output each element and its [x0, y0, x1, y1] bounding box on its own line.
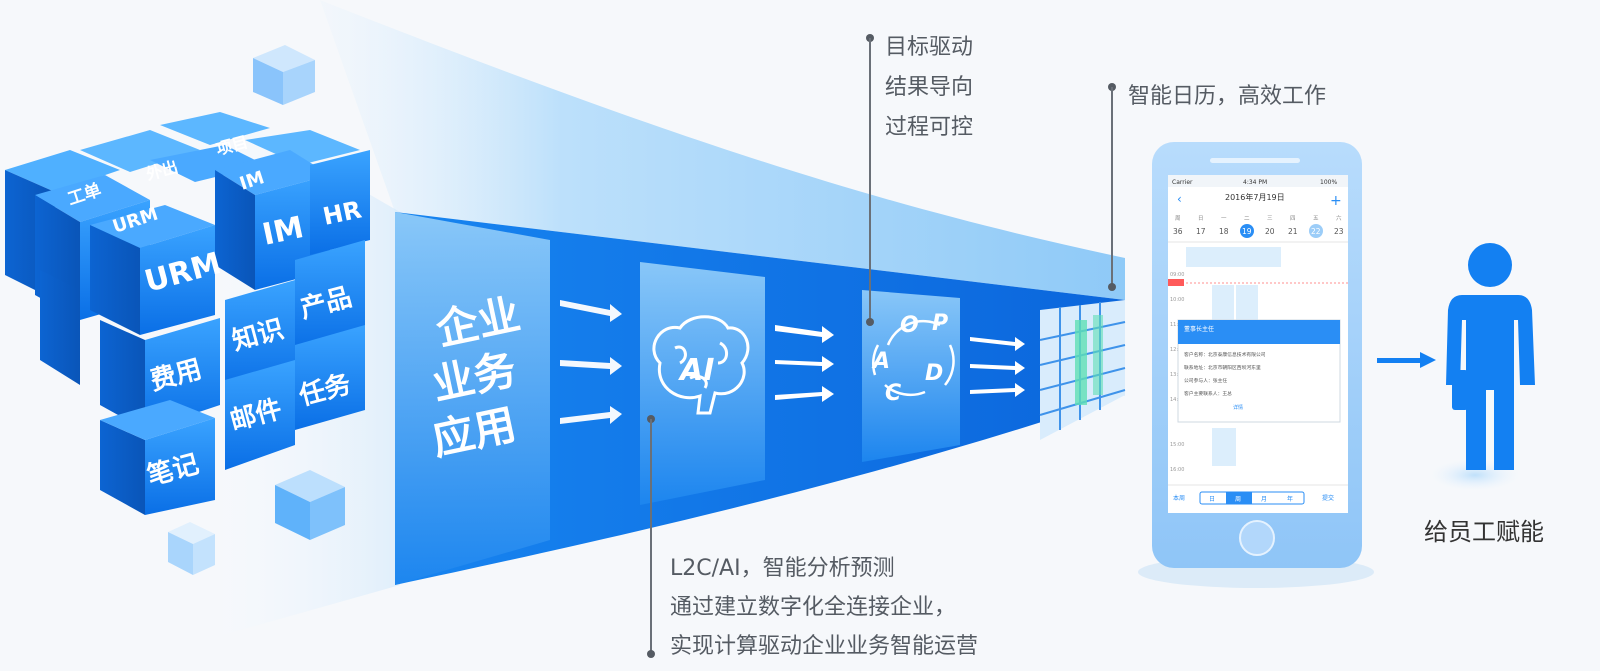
funnel-top	[320, 0, 1125, 300]
svg-text:公司参与人：张主任: 公司参与人：张主任	[1184, 377, 1227, 384]
phone-calendar-ui: Carrier 4:34 PM 100% ‹ + 2016年7月19日 周 日 …	[1168, 175, 1348, 505]
svg-text:四: 四	[1290, 215, 1296, 222]
svg-text:16:00: 16:00	[1170, 467, 1184, 473]
svg-text:17: 17	[1196, 227, 1206, 236]
svg-text:22: 22	[1311, 227, 1321, 236]
letter-o: O	[900, 313, 919, 338]
calendar-annotation: 智能日历，高效工作	[1128, 84, 1327, 109]
svg-text:客户主要联系人：王总: 客户主要联系人：王总	[1184, 390, 1232, 397]
svg-text:日: 日	[1198, 215, 1204, 222]
svg-text:五: 五	[1313, 215, 1319, 222]
arrow-group-3	[970, 337, 1025, 397]
back-chevron-icon: ‹	[1177, 192, 1182, 206]
svg-text:20: 20	[1265, 227, 1275, 236]
panel-grid-highlight-2	[1093, 315, 1103, 395]
l2c-line-1: L2C/AI，智能分析预测	[670, 556, 895, 581]
svg-text:客户名称：北京泰康信息技术有限公司: 客户名称：北京泰康信息技术有限公司	[1184, 351, 1266, 358]
letter-c: C	[885, 381, 901, 406]
bottom-right: 提交	[1322, 494, 1334, 502]
oapcd-letters: O P A D C	[871, 311, 948, 406]
cube-label-im: IM	[259, 210, 306, 253]
cube-cluster	[5, 112, 370, 515]
person-icon	[1446, 243, 1535, 470]
goal-annotation: 目标驱动 结果导向 过程可控	[885, 28, 973, 148]
svg-text:一: 一	[1221, 216, 1227, 222]
phone-speaker	[1210, 158, 1300, 163]
status-time: 4:34 PM	[1243, 179, 1267, 186]
popup-title: 董事长主任	[1184, 325, 1214, 333]
svg-text:周: 周	[1175, 215, 1181, 222]
svg-text:19: 19	[1242, 227, 1252, 236]
status-carrier: Carrier	[1172, 179, 1193, 186]
arrow-group-1	[560, 300, 622, 424]
calendar-dot-end	[1108, 283, 1116, 291]
svg-text:21: 21	[1288, 227, 1298, 236]
goal-dot-end	[866, 318, 874, 326]
panel-oapcd	[862, 290, 960, 462]
arrow-group-2	[775, 325, 834, 402]
svg-text:13:00: 13:00	[1170, 372, 1184, 378]
letter-a: A	[871, 349, 890, 374]
svg-text:月: 月	[1261, 496, 1267, 503]
l2c-line-3: 实现计算驱动企业业务智能运营	[670, 634, 979, 659]
phone-home-button	[1239, 520, 1275, 556]
svg-text:36: 36	[1173, 227, 1183, 236]
svg-text:18: 18	[1219, 227, 1229, 236]
panel-enterprise	[395, 212, 550, 585]
l2c-dot-end	[647, 650, 655, 658]
goal-line-3: 过程可控	[885, 115, 974, 140]
svg-text:09:00: 09:00	[1170, 272, 1184, 278]
svg-text:23: 23	[1334, 227, 1344, 236]
letter-p: P	[932, 311, 948, 336]
enterprise-apps-text: 企业 业务 应用	[428, 289, 524, 464]
letter-d: D	[925, 361, 943, 386]
add-icon: +	[1330, 193, 1342, 209]
ai-label: AI	[678, 353, 714, 388]
l2c-line-2: 通过建立数字化全连接企业，	[670, 595, 957, 620]
calendar-date-title: 2016年7月19日	[1225, 192, 1285, 202]
svg-text:年: 年	[1287, 495, 1293, 503]
panel-grid-highlight	[1075, 320, 1087, 405]
popup-link: 详情	[1233, 404, 1243, 411]
svg-text:周: 周	[1235, 496, 1241, 503]
goal-leader-line	[869, 38, 871, 323]
brain-icon	[652, 315, 750, 415]
svg-text:日: 日	[1209, 496, 1215, 503]
svg-text:三: 三	[1267, 215, 1273, 222]
arrow-to-person	[1377, 352, 1436, 368]
goal-line-1: 目标驱动	[885, 35, 974, 60]
calendar-leader-line	[1111, 87, 1113, 287]
svg-text:15:00: 15:00	[1170, 442, 1184, 448]
goal-line-2: 结果导向	[885, 75, 974, 100]
l2c-annotation: L2C/AI，智能分析预测 通过建立数字化全连接企业， 实现计算驱动企业业务智能…	[670, 549, 978, 666]
svg-text:10:00: 10:00	[1170, 297, 1184, 303]
svg-text:12:00: 12:00	[1170, 347, 1184, 353]
panel-ai	[640, 262, 765, 505]
svg-text:二: 二	[1244, 216, 1250, 222]
svg-text:六: 六	[1336, 214, 1342, 222]
bottom-left: 本周	[1173, 494, 1185, 502]
floating-cubes	[168, 45, 345, 575]
svg-text:11:00: 11:00	[1170, 322, 1184, 328]
person-label: 给员工赋能	[1424, 518, 1544, 546]
l2c-leader-line	[650, 419, 652, 654]
cycle-arrows-icon	[871, 319, 955, 397]
status-battery: 100%	[1320, 179, 1337, 186]
svg-text:14:00: 14:00	[1170, 397, 1184, 403]
svg-text:联系地址：北京市朝阳区西坝河东里: 联系地址：北京市朝阳区西坝河东里	[1184, 364, 1261, 371]
